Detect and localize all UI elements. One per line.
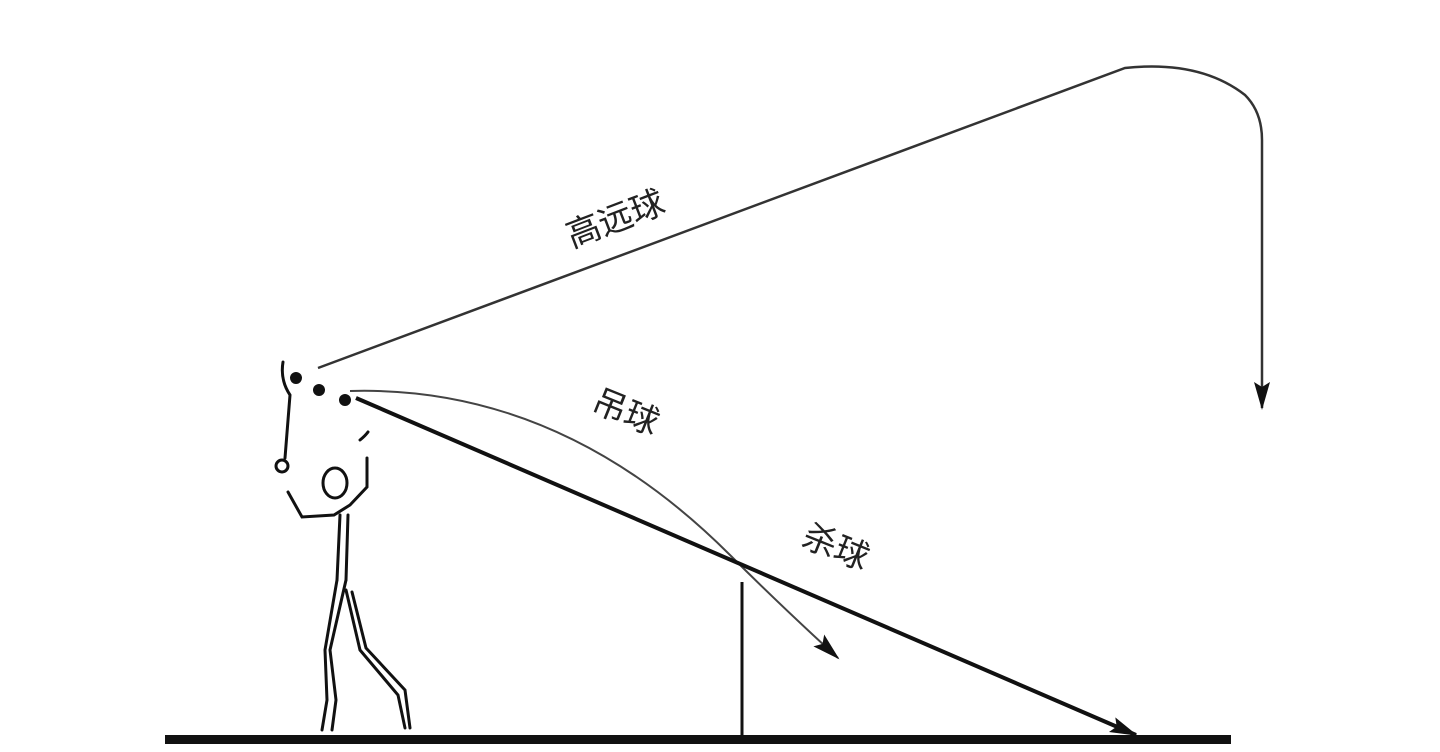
clear-trajectory bbox=[317, 65, 1270, 410]
label-drop: 吊球 bbox=[587, 381, 665, 444]
racket-handle bbox=[280, 360, 292, 460]
racket-head bbox=[274, 458, 290, 474]
player-figure bbox=[274, 360, 412, 732]
drop-trajectory bbox=[349, 389, 840, 660]
player-body bbox=[335, 513, 350, 582]
player-head bbox=[321, 466, 349, 500]
label-clear: 高远球 bbox=[561, 183, 671, 257]
shuttle-dot-drop bbox=[313, 384, 325, 396]
player-arms bbox=[286, 456, 369, 519]
court-floor bbox=[165, 735, 1231, 744]
shuttle-dot-clear bbox=[290, 372, 302, 384]
player-legs bbox=[320, 578, 412, 732]
label-smash: 杀球 bbox=[797, 516, 875, 579]
player-hand bbox=[358, 430, 370, 442]
smash-trajectory bbox=[355, 396, 1138, 737]
shuttle-dot-smash bbox=[339, 394, 351, 406]
